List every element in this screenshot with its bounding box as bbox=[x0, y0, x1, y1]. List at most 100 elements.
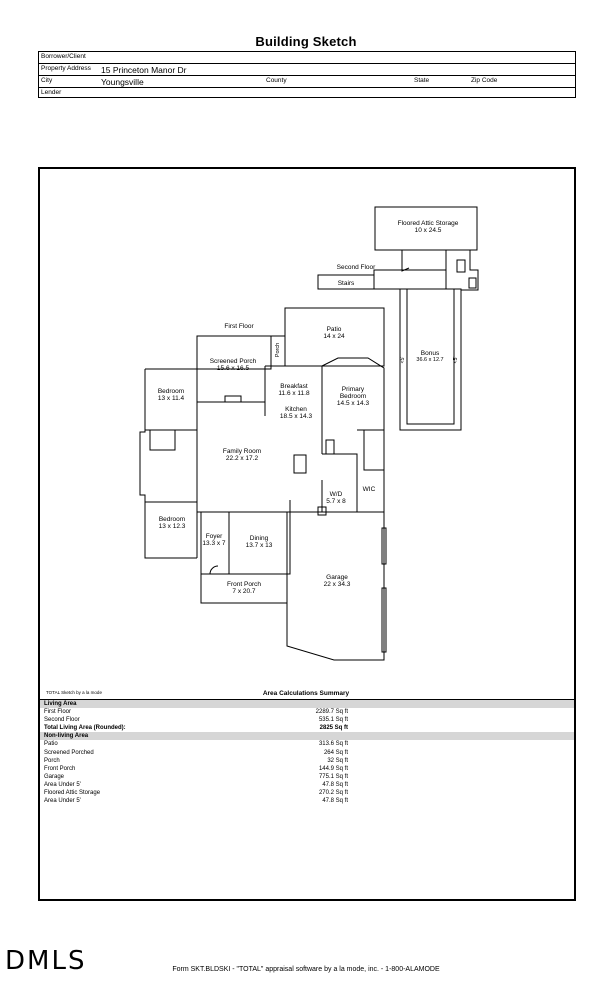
row-value: 264 Sq ft bbox=[323, 749, 348, 756]
row-name: Screened Porched bbox=[44, 749, 94, 756]
family-room-dim: 22.2 x 17.2 bbox=[226, 455, 259, 462]
fireplace bbox=[224, 395, 242, 403]
garage-door-2 bbox=[381, 587, 387, 653]
first-floor-label: First Floor bbox=[224, 323, 254, 330]
garage-outline bbox=[286, 511, 385, 661]
address-row: Property Address 15 Princeton Manor Dr bbox=[39, 64, 575, 76]
screened-dim: 15.6 x 16.5 bbox=[217, 365, 250, 372]
attic-outline bbox=[374, 206, 478, 251]
row-name: Second Floor bbox=[44, 717, 80, 724]
porch-name: Porch bbox=[275, 343, 281, 357]
sketch-credit: TOTAL Sketch by a la mode bbox=[46, 690, 102, 695]
family-north-wall bbox=[197, 401, 266, 416]
area-summary: Living Area First Floor 2289.7 Sq ft Sec… bbox=[40, 699, 574, 805]
row-name: Area Under 5' bbox=[44, 798, 81, 805]
primary-name-1: Primary bbox=[342, 386, 365, 393]
row-name: Porch bbox=[44, 757, 60, 764]
summary-row: Front Porch 144.9 Sq ft bbox=[40, 765, 574, 773]
header-info-table: Borrower/Client Property Address 15 Prin… bbox=[38, 51, 576, 98]
row-value: 47.8 Sq ft bbox=[322, 798, 348, 805]
row-name: Floored Attic Storage bbox=[44, 790, 101, 797]
city-row: City Youngsville County State Zip Code bbox=[39, 76, 575, 88]
borrower-label: Borrower/Client bbox=[41, 53, 86, 60]
state-label: State bbox=[414, 77, 430, 84]
total-row: Total Living Area (Rounded): 2825 Sq ft bbox=[40, 724, 574, 732]
address-label: Property Address bbox=[41, 65, 91, 72]
bedroom2-name: Bedroom bbox=[159, 516, 185, 523]
row-value: 2289.7 Sq ft bbox=[315, 709, 348, 716]
primary-dim: 14.5 x 14.3 bbox=[337, 400, 370, 407]
row-value: 313.6 Sq ft bbox=[318, 741, 348, 748]
summary-row: Floored Attic Storage 270.2 Sq ft bbox=[40, 789, 574, 797]
attic-dim: 10 x 24.5 bbox=[415, 227, 442, 234]
summary-row: Garage 775.1 Sq ft bbox=[40, 773, 574, 781]
wd-name: W/D bbox=[330, 491, 343, 498]
row-name: Garage bbox=[44, 773, 65, 780]
bonus-inner-wall bbox=[406, 289, 455, 425]
row-name: Front Porch bbox=[44, 765, 76, 772]
dmls-logo: DMLS bbox=[5, 946, 87, 976]
row-name: First Floor bbox=[44, 709, 71, 716]
west-wall bbox=[139, 369, 197, 559]
hall-outline bbox=[373, 269, 447, 290]
screened-porch-outline bbox=[196, 335, 272, 370]
screened-name: Screened Porch bbox=[210, 358, 257, 365]
row-name: Patio bbox=[44, 741, 58, 748]
zip-label: Zip Code bbox=[471, 77, 498, 84]
kitchen-appliance bbox=[325, 439, 335, 455]
summary-row: First Floor 2289.7 Sq ft bbox=[40, 708, 574, 716]
floor-plan: Floored Attic Storage 10 x 24.5 Second F… bbox=[139, 206, 479, 661]
summary-row: Screened Porched 264 Sq ft bbox=[40, 749, 574, 757]
row-value: 535.1 Sq ft bbox=[318, 717, 348, 724]
under5-a: <5' bbox=[400, 357, 406, 364]
front-door-swing bbox=[209, 565, 219, 575]
wd-outline bbox=[289, 480, 323, 513]
breakfast-name: Breakfast bbox=[280, 383, 308, 390]
nonliving-area-header: Non-living Area bbox=[40, 732, 574, 741]
dining-dim: 13.7 x 13 bbox=[246, 542, 273, 549]
garage-name: Garage bbox=[326, 574, 348, 581]
closet-shelves bbox=[363, 429, 385, 471]
attic-name: Floored Attic Storage bbox=[398, 220, 459, 227]
primary-name-2: Bedroom bbox=[340, 393, 366, 400]
row-name: Area Under 5' bbox=[44, 781, 81, 788]
garage-door-1 bbox=[381, 527, 387, 565]
attic-stair-link bbox=[401, 250, 410, 272]
address-value: 15 Princeton Manor Dr bbox=[101, 65, 187, 75]
front-porch-dim: 7 x 20.7 bbox=[232, 588, 256, 595]
under5-b: <5' bbox=[453, 357, 459, 364]
county-label: County bbox=[266, 77, 287, 84]
bedroom2-dim: 13 x 12.3 bbox=[159, 523, 186, 530]
total-label: Total Living Area (Rounded): bbox=[44, 725, 126, 732]
garage-dim: 22 x 34.3 bbox=[324, 581, 351, 588]
bonus-name: Bonus bbox=[421, 350, 440, 357]
lender-row: Lender bbox=[39, 88, 575, 99]
summary-title: Area Calculations Summary bbox=[262, 690, 350, 697]
total-value: 2825 Sq ft bbox=[319, 725, 348, 732]
foyer-name: Foyer bbox=[206, 533, 223, 540]
row-value: 144.9 Sq ft bbox=[318, 765, 348, 772]
row-value: 32 Sq ft bbox=[327, 757, 348, 764]
borrower-row: Borrower/Client bbox=[39, 52, 575, 64]
dining-name: Dining bbox=[250, 535, 269, 542]
bedroom1-name: Bedroom bbox=[158, 388, 184, 395]
kitchen-dim: 18.5 x 14.3 bbox=[280, 413, 313, 420]
row-value: 47.8 Sq ft bbox=[322, 781, 348, 788]
bedroom1-outline bbox=[145, 368, 198, 402]
summary-row: Patio 313.6 Sq ft bbox=[40, 740, 574, 748]
breakfast-dim: 11.6 x 11.8 bbox=[278, 390, 310, 397]
summary-row: Area Under 5' 47.8 Sq ft bbox=[40, 797, 574, 805]
primary-bedroom-outline bbox=[321, 357, 385, 430]
living-area-header-text: Living Area bbox=[44, 701, 77, 707]
front-porch-name: Front Porch bbox=[227, 581, 261, 588]
city-label: City bbox=[41, 77, 53, 84]
page-title: Building Sketch bbox=[255, 34, 357, 49]
patio-dim: 14 x 24 bbox=[323, 333, 345, 340]
summary-row: Second Floor 535.1 Sq ft bbox=[40, 716, 574, 724]
city-value: Youngsville bbox=[101, 77, 144, 87]
second-floor-label: Second Floor bbox=[337, 264, 376, 271]
summary-row: Porch 32 Sq ft bbox=[40, 757, 574, 765]
sketch-frame bbox=[38, 167, 576, 901]
foyer-dim: 13.3 x 7 bbox=[202, 540, 226, 547]
bedroom1-dim: 13 x 11.4 bbox=[158, 395, 185, 402]
